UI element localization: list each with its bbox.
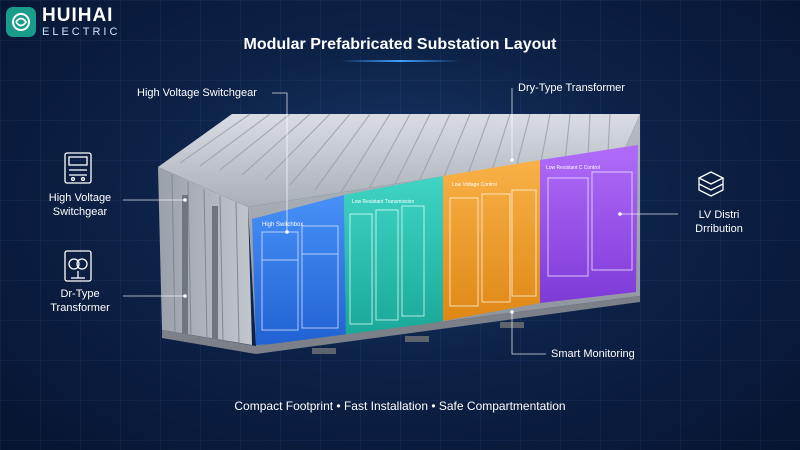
callout-tr-left-line1: Dr-Type — [60, 288, 100, 300]
callout-hv-switchgear-left: High Voltage Switchgear — [40, 191, 120, 219]
title-underline — [340, 60, 460, 62]
callout-tr-left-line2: Transformer — [50, 302, 110, 314]
transformer-icon — [64, 250, 92, 282]
cabinet-lines-blue — [261, 225, 339, 331]
brand-name: HUIHAI — [42, 5, 114, 26]
callout-line-sm — [511, 312, 546, 355]
callout-lv-distribution: LV Distri Drribution — [684, 208, 754, 236]
stacked-servers-icon — [697, 171, 725, 197]
door-bar — [182, 195, 188, 335]
callout-smart-monitoring: Smart Monitoring — [551, 348, 635, 360]
compartment-label-4: Low Resistant C Control — [546, 165, 600, 171]
page-title: Modular Prefabricated Substation Layout — [243, 36, 557, 53]
compartment-label-2: Low Resistant Transmission — [352, 199, 414, 205]
compartment-blue — [252, 195, 346, 345]
footer-tagline: Compact Footprint • Fast Installation • … — [234, 399, 566, 413]
forklift-pocket — [312, 348, 336, 354]
compartment-orange — [443, 160, 540, 321]
callout-hv-left-line1: High Voltage — [48, 192, 112, 204]
end-wall-ribs — [171, 174, 240, 344]
cabinet-lines-teal — [349, 205, 425, 325]
compartment-teal — [344, 176, 443, 339]
compartment-label-1: High Switchbox — [262, 222, 303, 228]
compartment-label-3: Low Voltage Control — [452, 182, 497, 188]
callout-hv-switchgear-top: High Voltage Switchgear — [137, 87, 257, 99]
cabinet-lines-orange — [449, 189, 537, 307]
cabinet-lines-purple — [547, 171, 633, 277]
callout-line-hv-top — [272, 92, 288, 232]
callout-lines — [123, 88, 678, 355]
logo-icon — [6, 7, 36, 37]
callout-lv-line1: LV Distri — [698, 209, 740, 221]
forklift-pocket — [405, 336, 429, 342]
door-bar — [212, 206, 218, 342]
callout-hv-left-line2: Switchgear — [52, 206, 108, 218]
callout-dots — [183, 158, 622, 314]
callout-lv-line2: Drribution — [695, 223, 743, 235]
switchgear-icon — [64, 152, 92, 184]
compartment-purple — [540, 145, 638, 303]
brand-logo: HUIHAI ELECTRIC — [6, 6, 120, 38]
brand-sub: ELECTRIC — [42, 26, 121, 38]
callout-dry-type-transformer-top: Dry-Type Transformer — [518, 82, 625, 94]
roof-corrugation — [179, 113, 611, 197]
callout-transformer-left: Dr-Type Transformer — [40, 287, 120, 315]
container-roof — [158, 114, 640, 207]
